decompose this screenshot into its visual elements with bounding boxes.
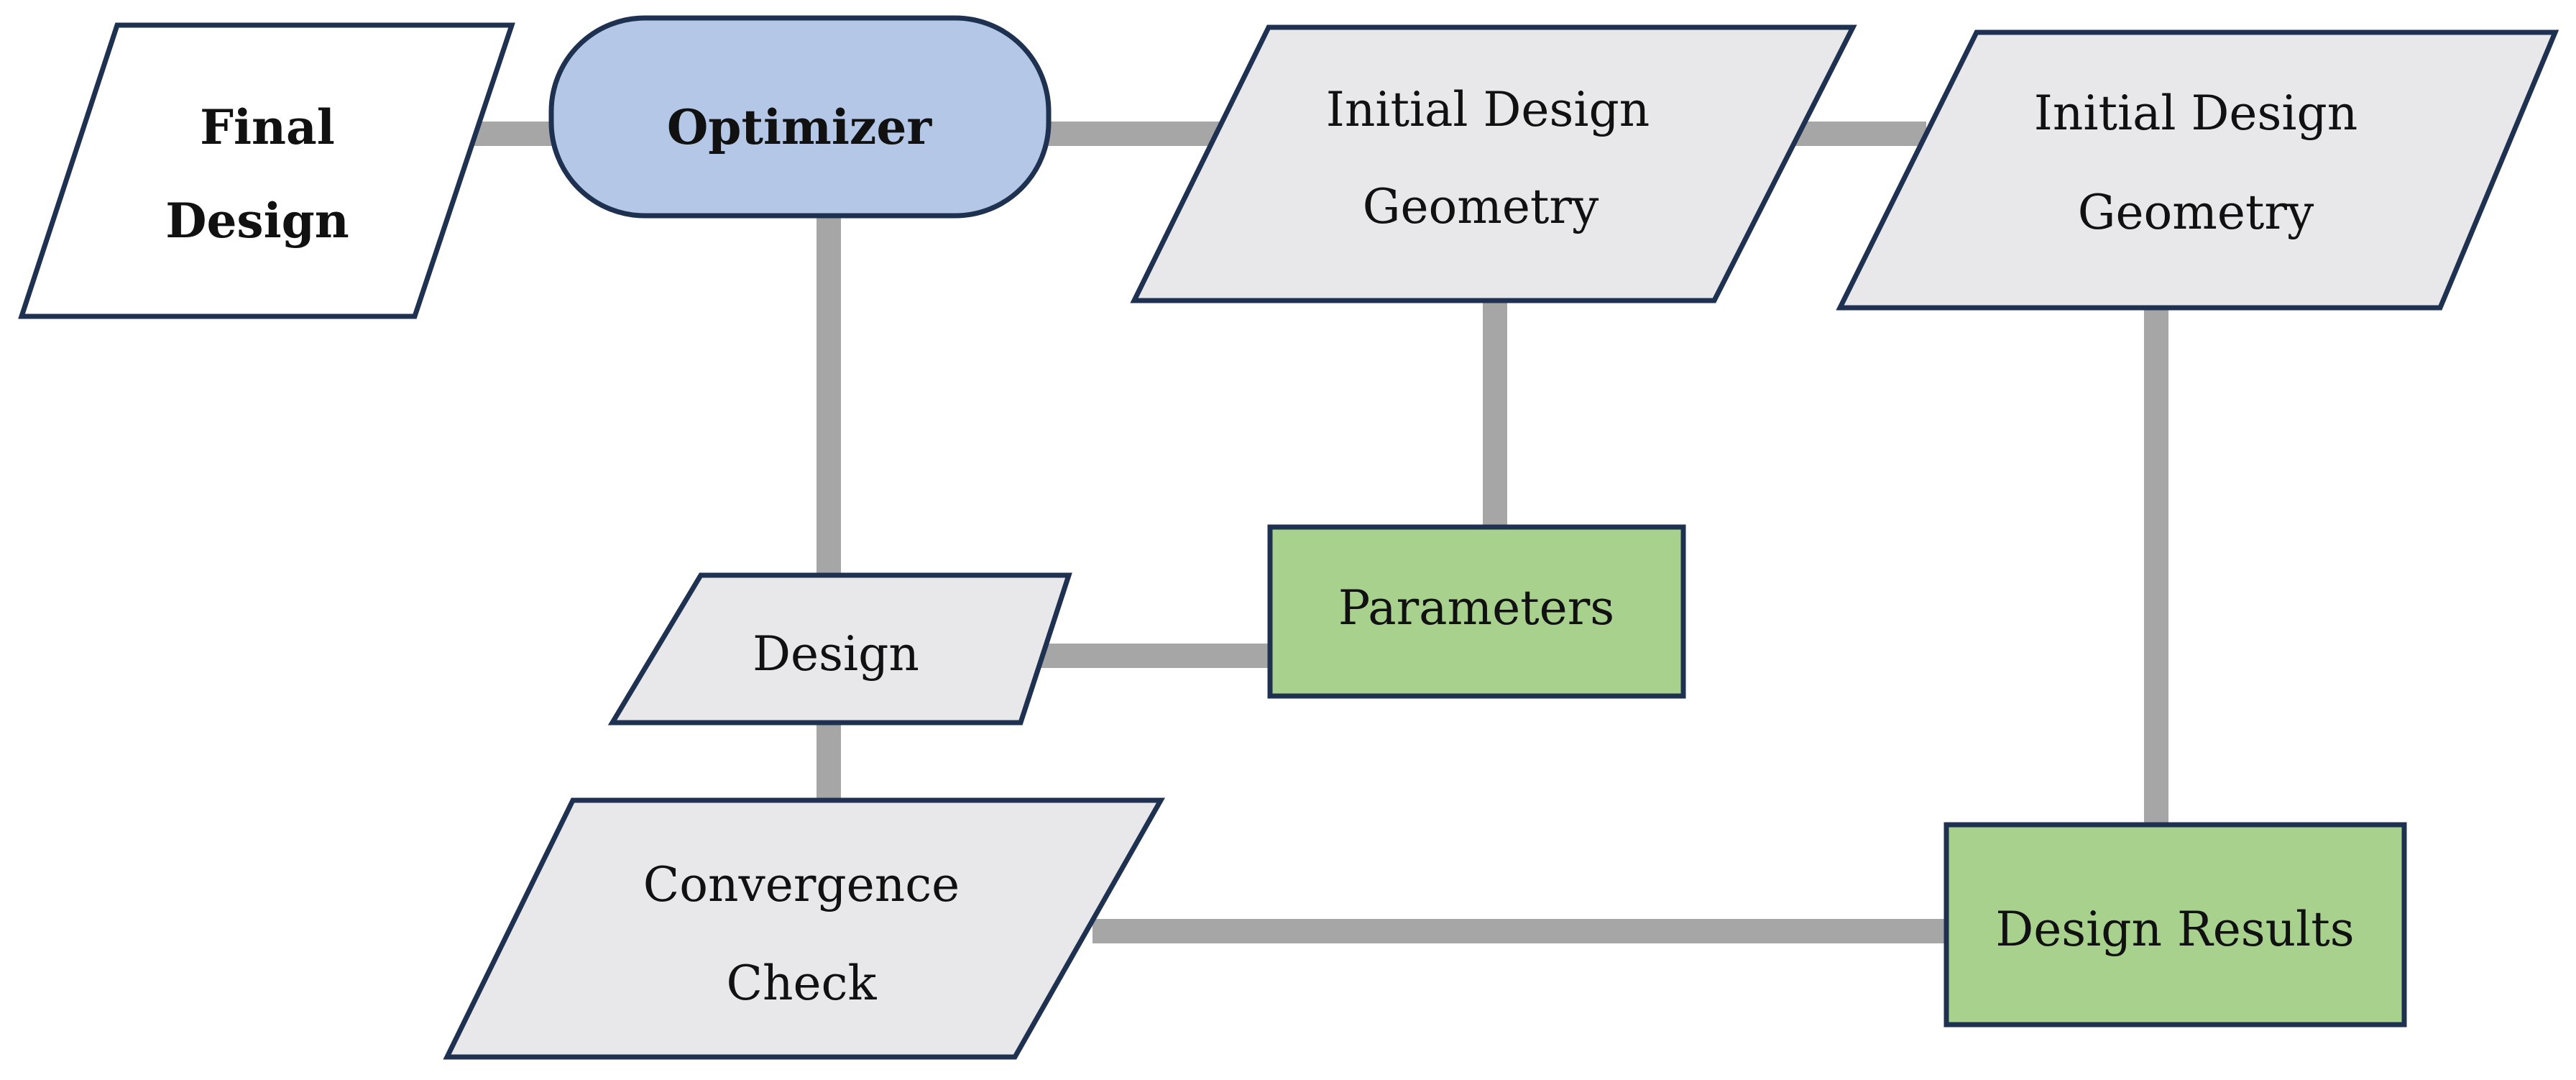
design-results-shape <box>1944 822 2407 1028</box>
parameters-label: Parameters <box>1338 580 1614 636</box>
design-results-node: Design Results <box>1944 822 2407 1028</box>
convergence-check-label-line2: Check <box>726 956 877 1011</box>
optimizer-node: Optimizer <box>548 15 1052 219</box>
connectors <box>460 122 2168 943</box>
initial-design-geometry-2-label-line1: Initial Design <box>2034 86 2358 141</box>
design-shape <box>607 572 1072 726</box>
initial-design-geometry-2-node: Initial Design Geometry <box>1836 29 2559 311</box>
initial-design-geometry-2-label-line2: Geometry <box>2078 185 2314 240</box>
initial-design-geometry-2-shape <box>1836 29 2559 311</box>
initial-design-geometry-1-shape <box>1130 24 1857 303</box>
parameters-shape <box>1267 524 1686 699</box>
design-label: Design <box>753 626 919 682</box>
design-node: Design <box>607 572 1072 726</box>
convergence-check-node: Convergence Check <box>443 797 1166 1060</box>
initial-design-geometry-1-node: Initial Design Geometry <box>1130 24 1857 303</box>
convergence-check-label-line1: Convergence <box>643 857 960 912</box>
final-design-shape <box>18 22 515 319</box>
final-design-label-line2: Design <box>165 193 349 249</box>
optimizer-label: Optimizer <box>667 99 933 155</box>
design-results-label: Design Results <box>1995 902 2354 957</box>
initial-design-geometry-1-label-line2: Geometry <box>1363 179 1599 234</box>
final-design-node: Final Design <box>18 22 515 319</box>
final-design-label-line1: Final <box>200 99 335 155</box>
optimizer-shape <box>548 15 1052 219</box>
initial-design-geometry-1-label-line1: Initial Design <box>1326 82 1650 137</box>
parameters-node: Parameters <box>1267 524 1686 699</box>
convergence-check-shape <box>443 797 1166 1060</box>
